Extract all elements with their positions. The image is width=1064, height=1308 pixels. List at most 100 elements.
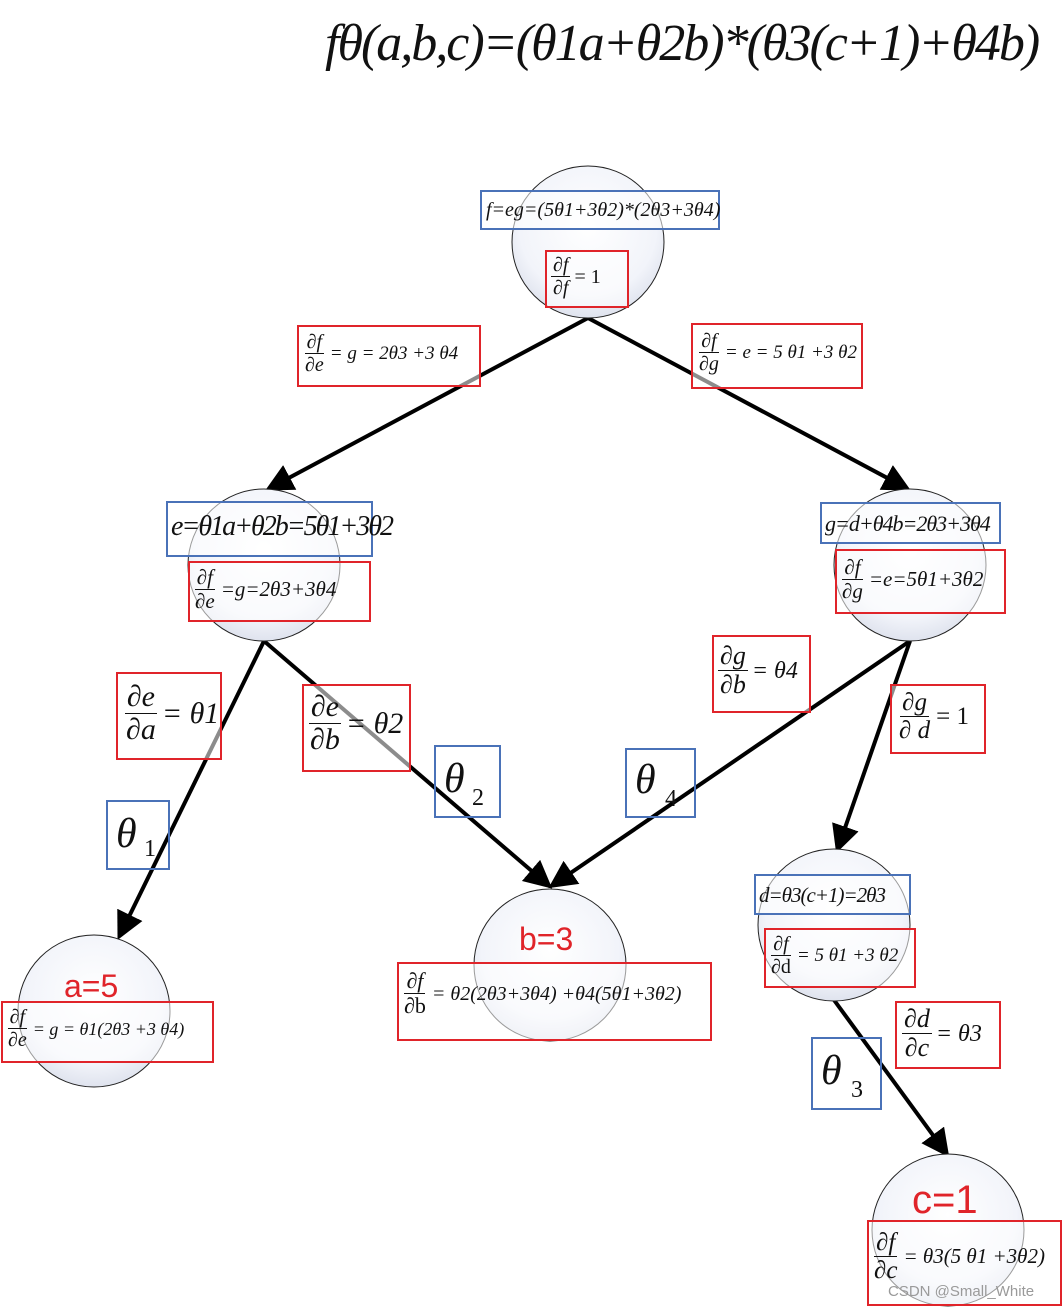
node-e-grad-box: ∂f ∂e =g=2θ3+3θ4 bbox=[188, 561, 371, 622]
edge-root-g-eq: ∂f ∂g = e = 5 θ1 +3 θ2 bbox=[697, 331, 857, 374]
node-g-grad-rhs: =e=5θ1+3θ2 bbox=[868, 567, 984, 591]
edge-root-e-den: ∂e bbox=[305, 354, 324, 376]
edge-d-c-label: ∂d ∂c = θ3 bbox=[895, 1001, 1001, 1069]
node-g-grad-num: ∂f bbox=[842, 555, 863, 580]
edge-g-b-eq: ∂g ∂b = θ4 bbox=[718, 643, 798, 698]
node-g-grad-box: ∂f ∂g =e=5θ1+3θ2 bbox=[835, 549, 1006, 614]
edge-root-g-den: ∂g bbox=[699, 353, 719, 375]
node-a-grad-den: ∂e bbox=[8, 1029, 27, 1051]
node-d-value-text: d=θ3(c+1)=2θ3 bbox=[759, 883, 886, 907]
weight-theta4-box: θ 4 bbox=[625, 748, 696, 818]
node-a-label: a=5 bbox=[64, 968, 119, 1004]
node-c-grad-rhs: = θ3(5 θ1 +3θ2) bbox=[903, 1244, 1045, 1268]
node-c-grad-box: ∂f ∂c = θ3(5 θ1 +3θ2) bbox=[867, 1220, 1062, 1306]
edge-g-b-num: ∂g bbox=[718, 641, 748, 671]
edge-root-g-num: ∂f bbox=[699, 330, 719, 353]
node-c-grad-den: ∂c bbox=[874, 1257, 898, 1284]
node-b-label: b=3 bbox=[519, 921, 574, 957]
node-e-grad-num: ∂f bbox=[194, 565, 215, 590]
edge-e-a-num: ∂e bbox=[124, 680, 157, 714]
node-c-grad-num: ∂f bbox=[874, 1229, 898, 1257]
edge-root-e-eq: ∂f ∂e = g = 2θ3 +3 θ4 bbox=[303, 332, 458, 375]
edge-e-b-num: ∂e bbox=[308, 690, 341, 724]
edge-root-g-frac: ∂f ∂g bbox=[697, 331, 721, 374]
node-e-grad-frac: ∂f ∂e bbox=[193, 567, 217, 612]
node-g-grad-eq: ∂f ∂g =e=5θ1+3θ2 bbox=[840, 557, 983, 602]
node-b-grad-box: ∂f ∂b = θ2(2θ3+3θ4) +θ4(5θ1+3θ2) bbox=[397, 962, 712, 1041]
node-g-grad-frac: ∂f ∂g bbox=[840, 557, 865, 602]
edge-e-b-label: ∂e ∂b = θ2 bbox=[302, 684, 411, 772]
edge-e-a-rhs: = θ1 bbox=[161, 696, 220, 730]
weight-theta2-sub: 2 bbox=[472, 785, 484, 811]
node-b-grad-den: ∂b bbox=[404, 993, 426, 1018]
node-d-grad-den: ∂d bbox=[771, 956, 791, 978]
node-e-grad-eq: ∂f ∂e =g=2θ3+3θ4 bbox=[193, 567, 336, 612]
node-b-grad-eq: ∂f ∂b = θ2(2θ3+3θ4) +θ4(5θ1+3θ2) bbox=[402, 970, 681, 1017]
root-value-box: f=eg=(5θ1+3θ2)*(2θ3+3θ4) bbox=[480, 190, 720, 230]
weight-theta3-sym: θ bbox=[821, 1048, 842, 1094]
edge-root-to-e bbox=[265, 316, 589, 491]
weight-theta2-box: θ 2 bbox=[434, 745, 501, 818]
node-d-grad-num: ∂f bbox=[771, 933, 791, 956]
edge-e-a-label: ∂e ∂a = θ1 bbox=[116, 672, 222, 760]
root-grad-box: ∂f ∂f = 1 bbox=[545, 250, 629, 308]
edge-g-b-frac: ∂g ∂b bbox=[718, 643, 748, 698]
weight-theta2-sym: θ bbox=[444, 756, 465, 802]
node-a-grad-eq: ∂f ∂e = g = θ1(2θ3 +3 θ4) bbox=[6, 1007, 184, 1050]
watermark: CSDN @Small_White bbox=[888, 1283, 1035, 1300]
weight-theta1-sub: 1 bbox=[144, 836, 156, 862]
edge-g-b-label: ∂g ∂b = θ4 bbox=[712, 635, 811, 713]
root-grad-num: ∂f bbox=[551, 254, 571, 277]
node-a-grad-num: ∂f bbox=[7, 1006, 28, 1029]
edge-g-to-d bbox=[832, 640, 912, 854]
root-value-text: f=eg=(5θ1+3θ2)*(2θ3+3θ4) bbox=[486, 199, 721, 221]
node-b-grad-frac: ∂f ∂b bbox=[402, 970, 428, 1017]
edge-g-to-b bbox=[548, 639, 912, 889]
node-d-grad-frac: ∂f ∂d bbox=[769, 934, 793, 977]
weight-theta3-box: θ 3 bbox=[811, 1037, 882, 1110]
edge-e-b-den: ∂b bbox=[310, 723, 340, 756]
edge-g-d-rhs: = 1 bbox=[936, 703, 969, 730]
node-c-label: c=1 bbox=[912, 1178, 978, 1222]
edge-e-b-frac: ∂e ∂b bbox=[308, 692, 342, 755]
node-e-value-box: e=θ1a+θ2b=5θ1+3θ2 bbox=[166, 501, 394, 557]
edge-root-e-rhs: = g = 2θ3 +3 θ4 bbox=[329, 343, 459, 364]
weight-theta1-box: θ 1 bbox=[106, 800, 170, 870]
edge-g-b-den: ∂b bbox=[720, 670, 746, 699]
node-e-grad-den: ∂e bbox=[195, 589, 215, 613]
node-d-grad-eq: ∂f ∂d = 5 θ1 +3 θ2 bbox=[769, 934, 898, 977]
edge-d-c-eq: ∂d ∂c = θ3 bbox=[902, 1006, 982, 1061]
edge-g-b-rhs: = θ4 bbox=[751, 657, 798, 684]
node-b-grad-num: ∂f bbox=[404, 968, 426, 994]
edge-d-c-rhs: = θ3 bbox=[935, 1020, 982, 1047]
edge-root-to-g bbox=[587, 316, 911, 491]
node-c-grad-eq: ∂f ∂c = θ3(5 θ1 +3θ2) bbox=[872, 1230, 1045, 1283]
edge-d-to-c bbox=[832, 998, 950, 1158]
node-a-grad-box: ∂f ∂e = g = θ1(2θ3 +3 θ4) bbox=[1, 1001, 214, 1063]
title-formula: fθ(a,b,c)=(θ1a+θ2b)*(θ3(c+1)+θ4b) bbox=[325, 15, 1040, 72]
edge-root-e-frac: ∂f ∂e bbox=[303, 332, 326, 375]
edge-g-d-label: ∂g ∂ d = 1 bbox=[890, 684, 986, 754]
edge-root-g-label: ∂f ∂g = e = 5 θ1 +3 θ2 bbox=[691, 323, 863, 389]
edge-e-a-den: ∂a bbox=[126, 713, 156, 746]
edge-e-to-a bbox=[117, 640, 266, 941]
edge-e-b-eq: ∂e ∂b = θ2 bbox=[308, 692, 403, 755]
node-g-value-text: g=d+θ4b=2θ3+3θ4 bbox=[825, 511, 991, 536]
node-b-grad-rhs: = θ2(2θ3+3θ4) +θ4(5θ1+3θ2) bbox=[431, 982, 682, 1005]
edge-d-c-den: ∂c bbox=[904, 1033, 930, 1062]
edge-g-d-frac: ∂g ∂ d bbox=[897, 690, 932, 743]
node-d-grad-box: ∂f ∂d = 5 θ1 +3 θ2 bbox=[764, 928, 916, 988]
edge-root-e-label: ∂f ∂e = g = 2θ3 +3 θ4 bbox=[297, 325, 481, 387]
node-e-value-text: e=θ1a+θ2b=5θ1+3θ2 bbox=[171, 511, 394, 542]
edge-g-d-den: ∂ d bbox=[899, 717, 931, 744]
root-grad-eq: ∂f ∂f = 1 bbox=[551, 255, 601, 298]
edge-g-d-num: ∂g bbox=[900, 689, 929, 717]
node-d-value-box: d=θ3(c+1)=2θ3 bbox=[754, 874, 911, 915]
node-g-value-box: g=d+θ4b=2θ3+3θ4 bbox=[820, 502, 1001, 544]
edge-d-c-frac: ∂d ∂c bbox=[902, 1006, 932, 1061]
edge-e-b-rhs: = θ2 bbox=[345, 706, 404, 740]
root-grad-frac: ∂f ∂f bbox=[551, 254, 571, 299]
root-grad-den: ∂f bbox=[553, 277, 569, 299]
edge-e-a-eq: ∂e ∂a = θ1 bbox=[124, 682, 219, 745]
weight-theta3-sub: 3 bbox=[851, 1077, 863, 1103]
